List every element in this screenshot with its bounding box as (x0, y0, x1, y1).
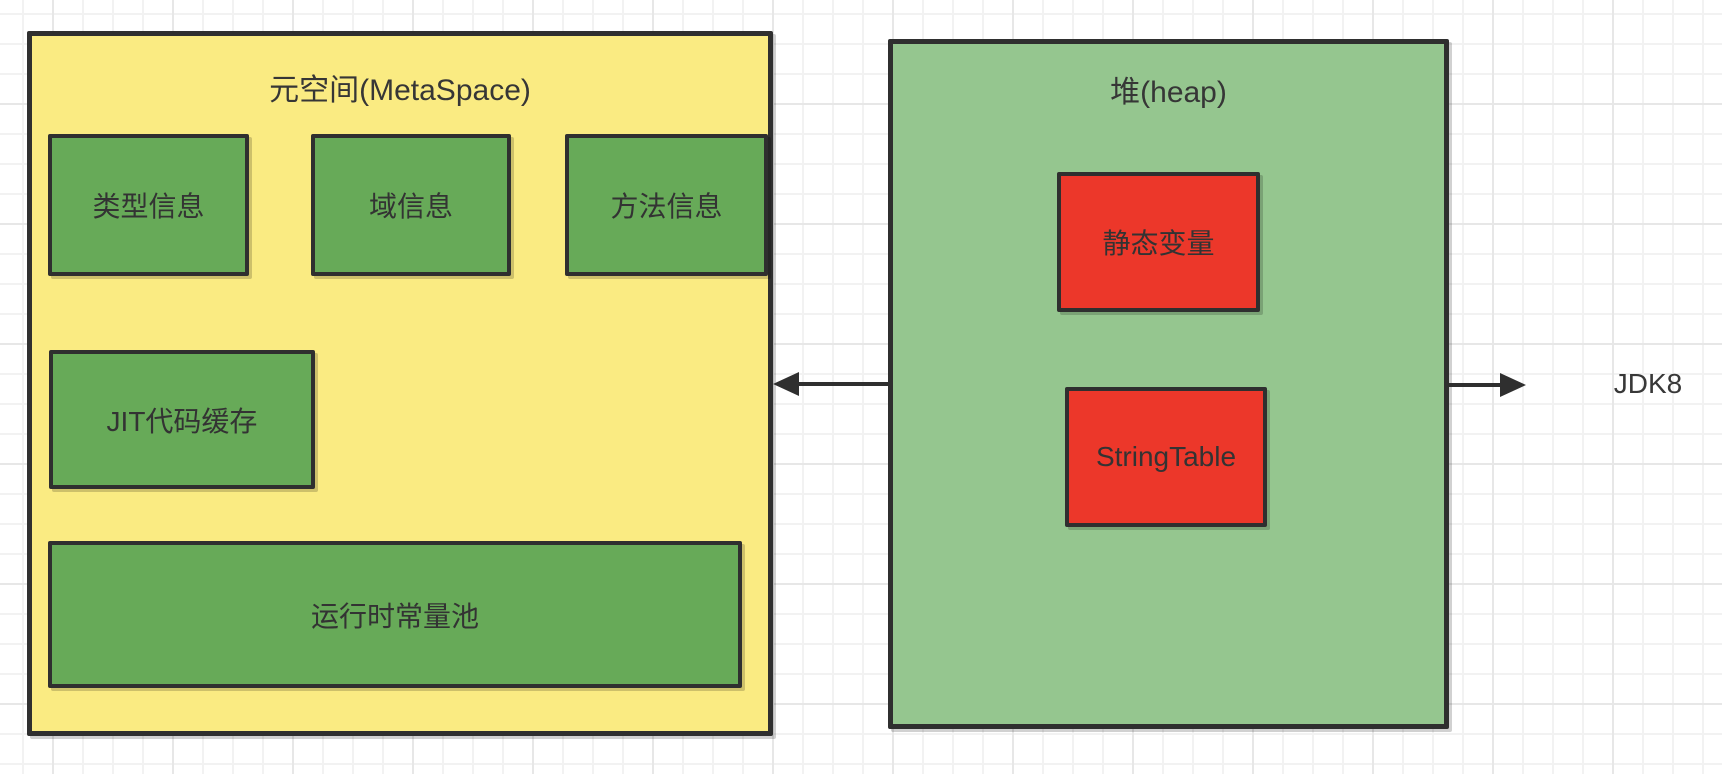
arrow-right-icon (1449, 372, 1527, 398)
node-field-info-label: 域信息 (368, 191, 453, 222)
node-jit-code-cache-label: JIT代码缓存 (106, 405, 258, 437)
arrow-left-shaft (797, 382, 889, 386)
metaspace-title: 元空间(MetaSpace) (269, 74, 531, 107)
node-type-info: 类型信息 (48, 134, 249, 276)
node-runtime-constant-pool: 运行时常量池 (48, 541, 742, 688)
arrow-left-icon (773, 371, 889, 397)
node-static-variables: 静态变量 (1057, 172, 1260, 312)
node-runtime-constant-pool-label: 运行时常量池 (310, 600, 479, 632)
node-static-variables-label: 静态变量 (1102, 228, 1215, 259)
node-type-info-label: 类型信息 (92, 191, 205, 222)
node-field-info: 域信息 (311, 134, 511, 276)
node-method-info: 方法信息 (565, 134, 768, 276)
metaspace-region: 元空间(MetaSpace) 类型信息 域信息 方法信息 JIT代码缓存 运行时… (27, 31, 773, 736)
jdk8-label: JDK8 (1613, 368, 1683, 399)
node-string-table-label: StringTable (1095, 441, 1237, 472)
node-method-info-label: 方法信息 (610, 191, 723, 222)
node-string-table: StringTable (1065, 387, 1267, 527)
arrow-right-shaft (1449, 383, 1501, 387)
arrow-right-head (1500, 373, 1526, 397)
heap-region: 堆(heap) 静态变量 StringTable (888, 39, 1449, 729)
arrow-left-head (773, 372, 799, 396)
node-jit-code-cache: JIT代码缓存 (49, 350, 315, 489)
heap-title: 堆(heap) (1110, 76, 1227, 109)
